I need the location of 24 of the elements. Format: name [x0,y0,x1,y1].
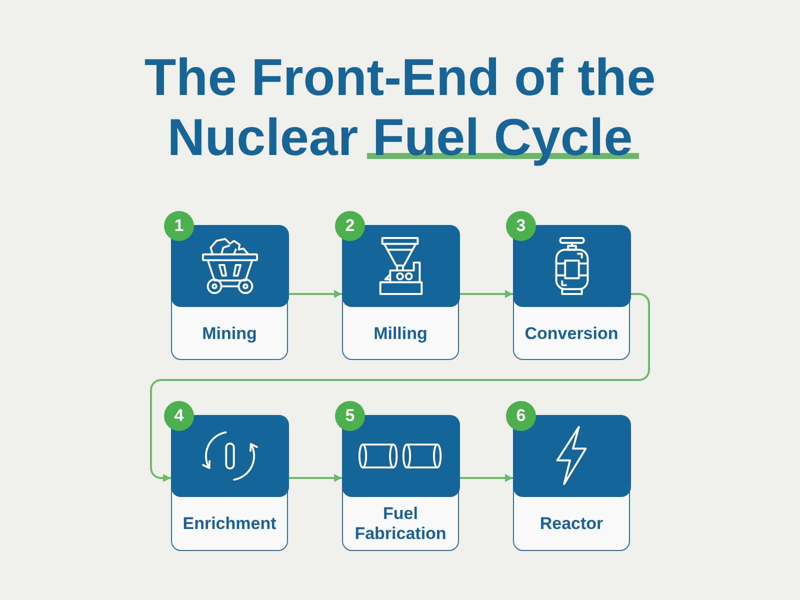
step-label: Milling [374,324,428,344]
step-number: 2 [345,217,355,235]
step-badge [506,401,536,431]
step-badge [335,211,365,241]
step-number: 1 [174,217,184,235]
step-number: 5 [345,407,355,425]
arrow [150,293,650,482]
step-badge [164,211,194,241]
arrow [288,474,342,482]
step-badge [164,401,194,431]
step-label: Reactor [540,514,604,534]
arrow [288,290,342,298]
arrow [459,474,513,482]
step-number: 6 [516,407,526,425]
arrow [459,290,513,298]
step-badge [335,401,365,431]
step-label: Fuel Fabrication [354,504,448,544]
title: The Front-End of the Nuclear Fuel Cycle [143,48,657,168]
step-number: 3 [516,217,526,235]
step-label: Mining [202,324,257,344]
step-label: Enrichment [182,514,276,534]
step-label: Conversion [524,324,618,344]
step-number: 4 [174,407,184,425]
step-badge [506,211,536,241]
